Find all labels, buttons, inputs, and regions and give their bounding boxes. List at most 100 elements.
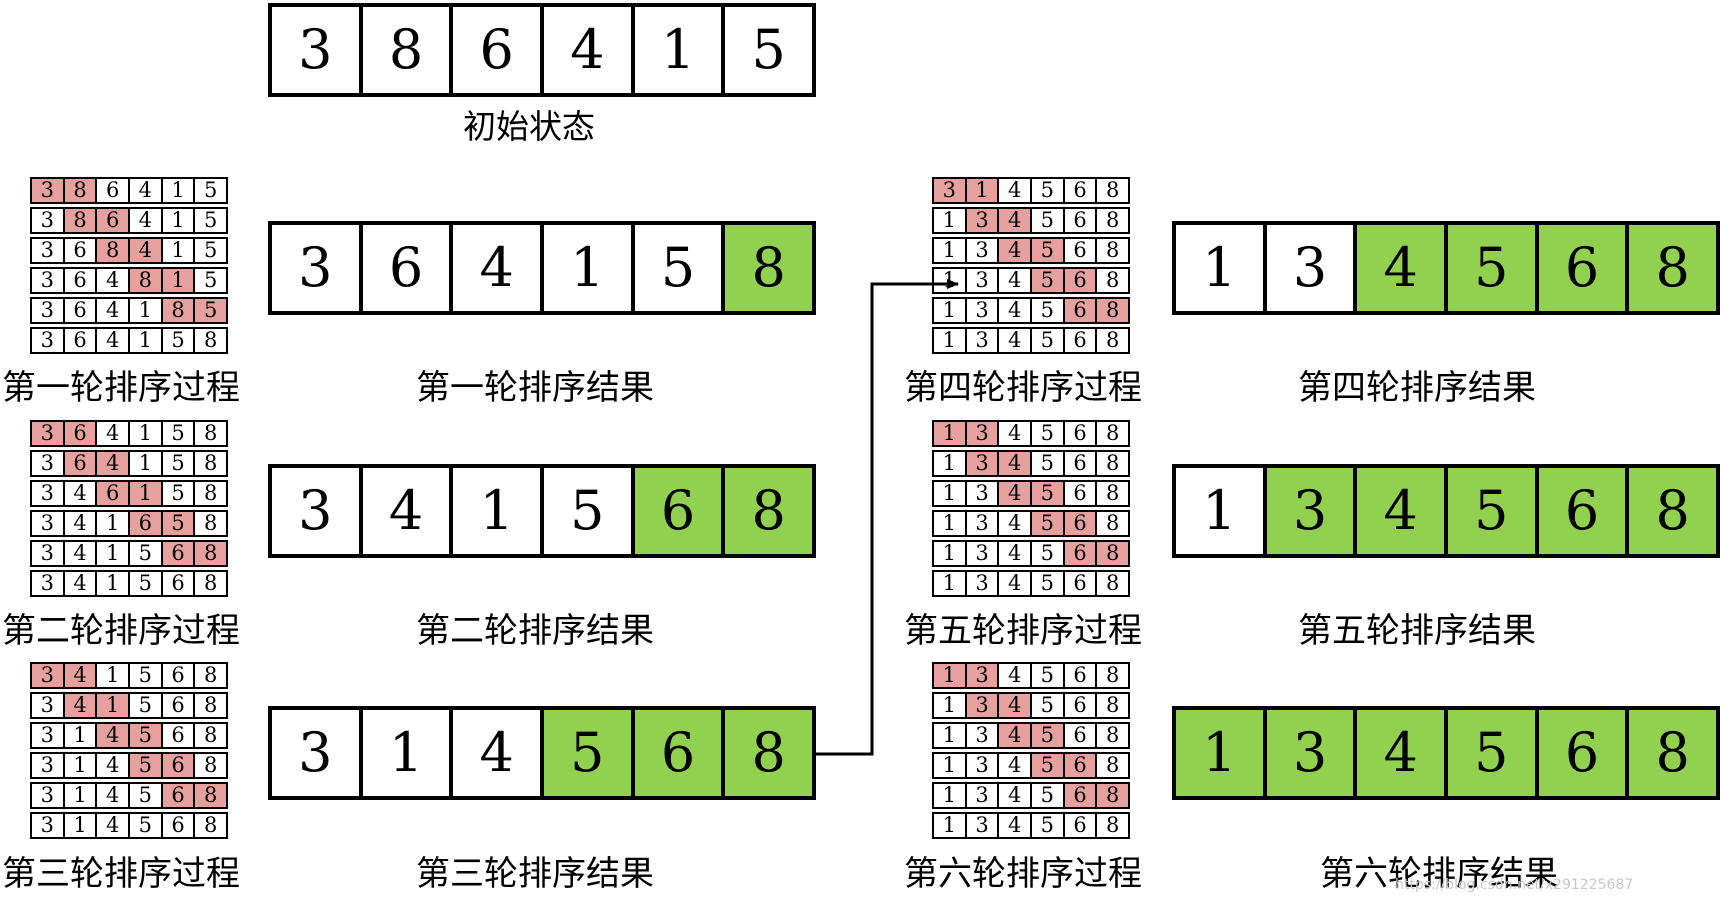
process-cell: 3 [967,814,1000,837]
result-caption: 第六轮排序结果 [1320,854,1558,894]
process-cell: 6 [163,814,196,837]
array-cell: 1 [635,7,726,93]
process-cell: 4 [65,512,98,535]
process-cell: 6 [1065,239,1098,262]
sorted-cell: 4 [1357,710,1449,796]
sorted-cell: 4 [1357,225,1449,311]
result-caption: 第四轮排序结果 [1298,368,1536,408]
compared-cell: 6 [1064,754,1098,777]
process-caption: 第二轮排序过程 [2,611,240,651]
process-cell: 8 [1106,421,1120,445]
sorted-cell: 4 [1357,468,1449,554]
compared-cell: 5 [1032,754,1065,777]
process-cell: 5 [1032,784,1065,807]
process-cell: 1 [934,209,967,232]
process-cell: 6 [1065,179,1098,202]
process-cell: 8 [204,693,218,717]
process-cell: 6 [97,179,131,202]
sorted-cell: 3 [1266,468,1358,554]
compared-cell: 1 [934,664,967,687]
process-cell: 6 [1065,209,1098,232]
compared-cell: 3 [966,694,1000,717]
compared-cell: 4 [999,452,1033,475]
process-cell: 5 [130,542,163,565]
process-cell: 8 [204,328,218,352]
compared-cell: 1 [130,482,163,505]
process-cell: 3 [967,512,1000,535]
compared-cell: 6 [1064,512,1098,535]
process-cell: 8 [1106,753,1120,777]
process-cell: 6 [65,269,98,292]
compared-cell: 5 [1032,269,1065,292]
process-cell: 4 [65,572,98,595]
process-cell: 3 [967,482,1000,505]
process-caption: 第四轮排序过程 [904,368,1142,408]
process-cell: 1 [130,329,163,352]
sorted-cell: 6 [634,710,726,796]
process-caption: 第六轮排序过程 [904,854,1142,894]
process-cell: 6 [1065,452,1098,475]
process-cell: 1 [163,209,196,232]
process-cell: 1 [934,299,967,322]
array-cell: 4 [363,468,454,554]
sorted-cell: 8 [725,468,813,554]
process-cell: 1 [934,512,967,535]
compared-cell: 6 [130,512,163,535]
array-cell: 4 [453,710,545,796]
compared-cell: 8 [64,179,98,202]
compared-cell: 1 [966,179,1000,202]
process-caption: 第五轮排序过程 [904,611,1142,651]
process-cell: 1 [97,512,131,535]
compared-cell: 8 [1097,299,1129,322]
process-cell: 3 [32,512,65,535]
process-cell: 3 [967,542,1000,565]
compared-cell: 4 [999,482,1033,505]
array-cell: 1 [1176,225,1267,311]
process-cell: 1 [65,724,98,747]
process-cell: 8 [1106,723,1120,747]
result-caption: 第五轮排序结果 [1298,611,1536,651]
array-cell: 3 [272,225,363,311]
array-cell: 8 [363,7,454,93]
sorted-cell: 5 [544,710,635,796]
process-cell: 8 [204,663,218,687]
process-cell: 8 [1106,511,1120,535]
array-cell: 6 [453,7,545,93]
process-cell: 3 [32,814,65,837]
process-caption: 第三轮排序过程 [2,854,240,894]
compared-cell: 1 [97,694,131,717]
sorted-cell: 6 [1538,710,1630,796]
compared-cell: 6 [162,754,196,777]
process-cell: 3 [32,542,65,565]
process-cell: 5 [204,238,218,262]
process-cell: 5 [1032,664,1065,687]
compared-cell: 4 [97,724,131,747]
compared-cell: 8 [1097,784,1129,807]
process-cell: 4 [130,209,163,232]
compared-cell: 5 [162,512,196,535]
compared-cell: 8 [195,784,227,807]
process-cell: 8 [1106,571,1120,595]
process-cell: 6 [163,664,196,687]
process-cell: 4 [65,542,98,565]
process-cell: 1 [934,239,967,262]
process-cell: 1 [934,784,967,807]
compared-cell: 4 [64,664,98,687]
process-cell: 3 [32,784,65,807]
process-cell: 4 [97,754,131,777]
